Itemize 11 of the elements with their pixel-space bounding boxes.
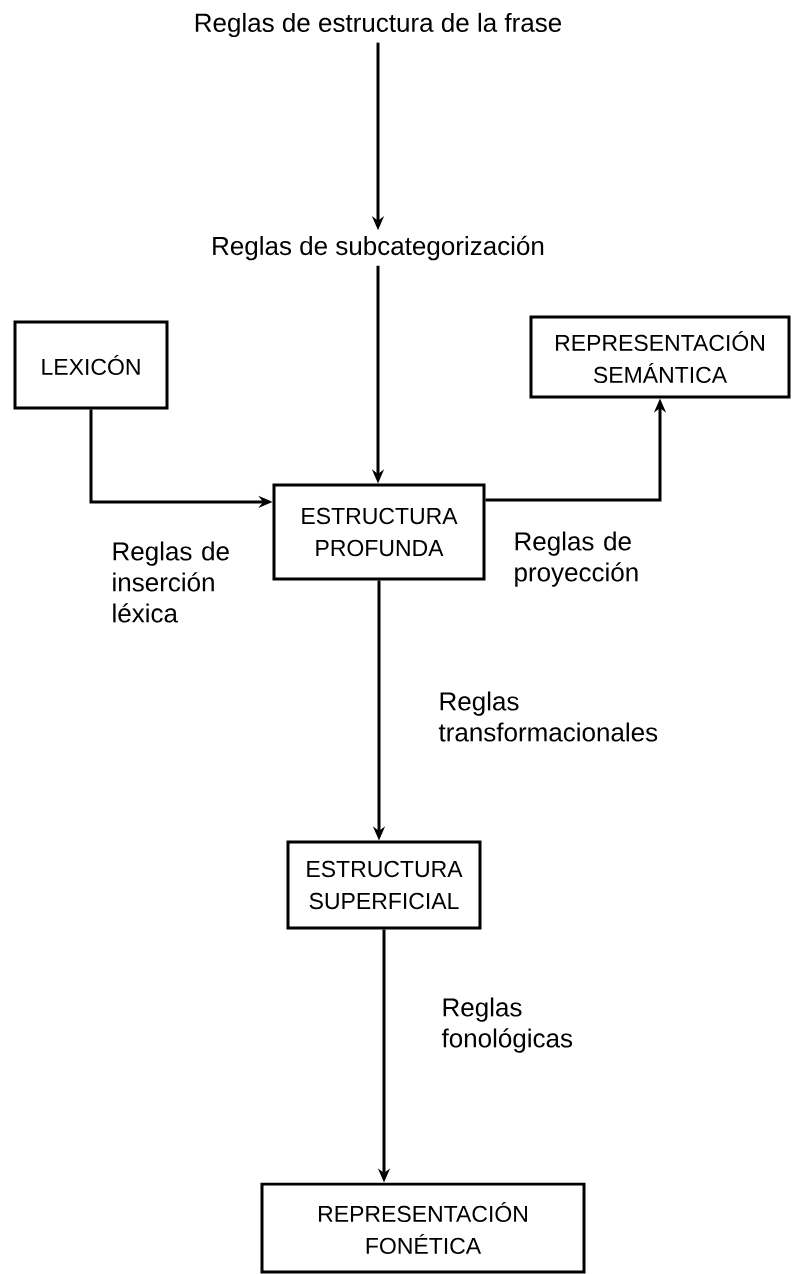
edge-label: Reglas de proyección: [515, 531, 638, 587]
rule-text: Reglas de estructura de la frase: [195, 12, 562, 38]
process-box: ESTRUCTURA SUPERFICIAL: [286, 840, 482, 930]
rule-text: Reglas de subcategorización: [213, 235, 544, 261]
process-box: LEXICÓN: [13, 320, 169, 410]
edge-label: Reglas transformacionales: [438, 691, 658, 742]
edge-label: Reglas de inserción léxica: [113, 541, 229, 623]
process-box: REPRESENTACIÓN SEMÁNTICA: [529, 315, 791, 399]
process-box: ESTRUCTURA PROFUNDA: [272, 483, 486, 581]
edge-label: Reglas fonológicas: [441, 997, 573, 1053]
process-box: REPRESENTACIÓN FONÉTICA: [260, 1182, 586, 1274]
